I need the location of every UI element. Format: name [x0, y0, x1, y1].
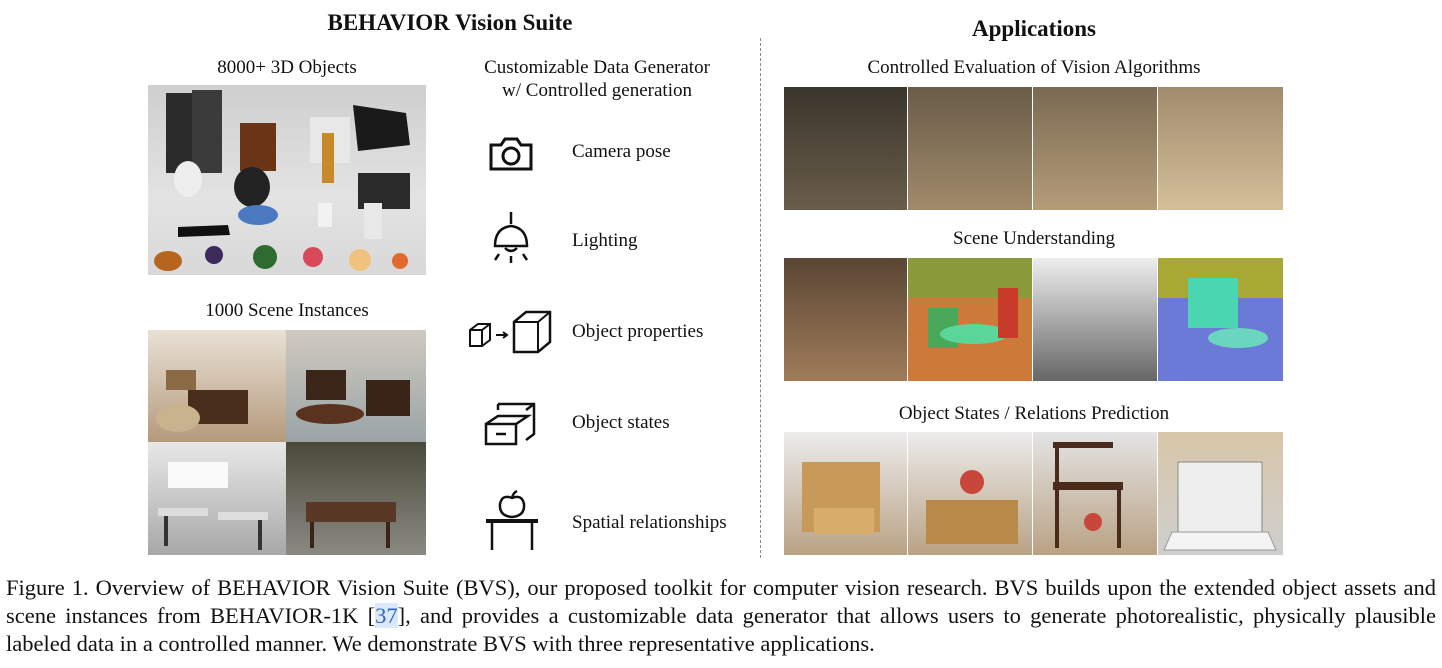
scene-understanding-rgb-image	[784, 258, 907, 381]
section-divider	[760, 38, 761, 558]
apple-on-table-icon	[484, 489, 540, 557]
app-section-label-evaluation: Controlled Evaluation of Vision Algorith…	[867, 57, 1201, 78]
generator-item-spatial-relationships: Spatial relationships	[572, 512, 727, 533]
evaluation-image-bright	[1158, 87, 1283, 210]
generator-item-lighting: Lighting	[572, 230, 638, 251]
scene-understanding-depth-image	[1033, 258, 1157, 381]
drawer-cabinet-icon	[484, 402, 538, 453]
caption-text-end: ], and provides a customizable data gene…	[6, 603, 1436, 656]
evaluation-image-dark	[784, 87, 907, 210]
scene-understanding-segmentation-image	[908, 258, 1032, 381]
ceiling-lamp-icon	[489, 212, 533, 269]
states-open-dishwasher-image	[1158, 432, 1283, 555]
generator-title-line1: Customizable Data Generator	[484, 57, 710, 78]
app-section-label-scene-understanding: Scene Understanding	[953, 228, 1115, 249]
generator-item-object-states: Object states	[572, 412, 670, 433]
evaluation-image-medium	[1033, 87, 1157, 210]
suite-title: BEHAVIOR Vision Suite	[327, 10, 573, 35]
scene-instance-living-room-image	[148, 330, 286, 442]
scene-instance-classroom-image	[148, 442, 286, 555]
generator-title-line2: w/ Controlled generation	[502, 80, 692, 101]
app-section-label-states-relations: Object States / Relations Prediction	[898, 403, 1170, 424]
generator-item-object-properties: Object properties	[572, 321, 704, 342]
objects-collage-image	[148, 85, 426, 275]
scene-understanding-instance-image	[1158, 258, 1283, 381]
states-open-chest-image	[784, 432, 907, 555]
relations-doll-on-chest-image	[908, 432, 1032, 555]
scenes-label: 1000 Scene Instances	[205, 300, 369, 321]
scene-instance-dining-image	[286, 442, 426, 555]
generator-item-camera-pose: Camera pose	[572, 141, 671, 162]
box-scale-icon	[468, 308, 554, 359]
objects-label: 8000+ 3D Objects	[217, 57, 357, 78]
relations-doll-under-chair-image	[1033, 432, 1157, 555]
camera-icon	[487, 133, 535, 178]
citation-link[interactable]: 37	[375, 603, 398, 628]
evaluation-image-dim	[908, 87, 1032, 210]
caption-text-start: Figure 1. Overview of BEHAVIOR Vision Su…	[6, 575, 1436, 628]
scene-instance-lounge-image	[286, 330, 426, 442]
applications-title: Applications	[972, 16, 1096, 41]
figure-caption: Figure 1. Overview of BEHAVIOR Vision Su…	[6, 574, 1436, 658]
